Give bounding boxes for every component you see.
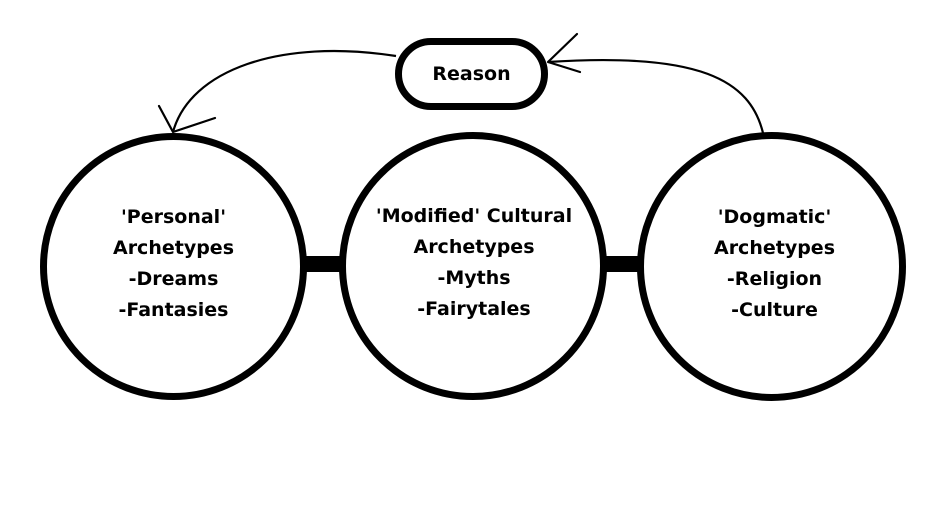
arrowhead-into-reason bbox=[546, 32, 582, 74]
node-line: -Fantasies bbox=[118, 298, 229, 321]
curve-dogmatic-to-reason bbox=[547, 58, 765, 134]
node-line: -Religion bbox=[726, 267, 823, 290]
cultural-archetypes-circle: 'Modified' Cultural Archetypes -Myths -F… bbox=[339, 132, 607, 400]
node-line: 'Dogmatic' bbox=[717, 205, 832, 228]
node-line: -Myths bbox=[437, 267, 511, 289]
node-line: -Fairytales bbox=[417, 298, 531, 320]
dogmatic-archetypes-circle: 'Dogmatic' Archetypes -Religion -Culture bbox=[637, 132, 906, 401]
personal-archetypes-text: 'Personal' Archetypes -Dreams -Fantasies bbox=[113, 202, 234, 326]
curve-reason-to-personal bbox=[171, 49, 397, 133]
node-line: 'Modified' Cultural bbox=[375, 205, 573, 227]
dogmatic-archetypes-text: 'Dogmatic' Archetypes -Religion -Culture bbox=[714, 202, 835, 326]
personal-archetypes-circle: 'Personal' Archetypes -Dreams -Fantasies bbox=[40, 133, 307, 400]
node-line: 'Personal' bbox=[120, 205, 227, 228]
node-line: Archetypes bbox=[413, 236, 535, 258]
node-line: Archetypes bbox=[112, 236, 234, 259]
node-line: -Dreams bbox=[128, 267, 219, 290]
reason-label: Reason bbox=[432, 63, 511, 85]
node-line: Archetypes bbox=[713, 236, 835, 259]
cultural-archetypes-text: 'Modified' Cultural Archetypes -Myths -F… bbox=[376, 201, 572, 325]
node-line: -Culture bbox=[731, 298, 818, 321]
arrowhead-into-personal bbox=[157, 104, 217, 134]
reason-box: Reason bbox=[395, 38, 548, 110]
